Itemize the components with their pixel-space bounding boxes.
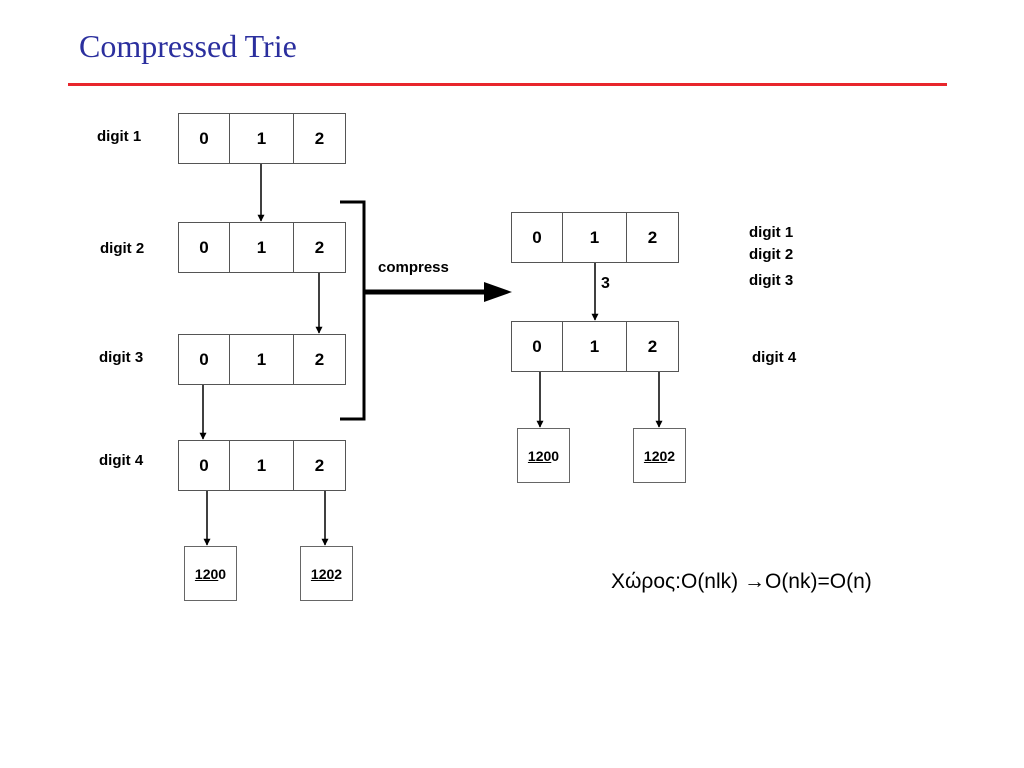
compress-arrowhead-icon [484,282,512,302]
left-node-level-3: 0 1 2 [178,334,346,385]
left-node-level-1: 0 1 2 [178,113,346,164]
space-complexity-formula: Χώρος:O(nlk) →O(nk)=O(n) [611,570,872,594]
right-node-bottom: 0 1 2 [511,321,679,372]
leaf-suffix: 0 [551,447,560,464]
node-cell-2: 2 [293,222,346,273]
left-label-digit-3: digit 3 [99,349,144,366]
left-label-digit-2: digit 2 [100,240,145,257]
node-cell-2: 2 [626,212,679,263]
formula-suffix: O(nk)=O(n) [764,570,872,593]
left-node-level-2: 0 1 2 [178,222,346,273]
node-cell-2: 2 [626,321,679,372]
skip-count-label: 3 [601,275,610,292]
left-node-level-4: 0 1 2 [178,440,346,491]
leaf-suffix: 2 [334,565,343,582]
compress-bracket [340,200,366,421]
leaf-prefix: 120 [310,565,335,582]
right-node-top: 0 1 2 [511,212,679,263]
slide-title: Compressed Trie [79,28,297,64]
node-cell-2: 2 [293,334,346,385]
title-divider [68,83,947,86]
right-label-digit-2: digit 2 [749,246,794,263]
left-label-digit-1: digit 1 [97,128,142,145]
left-label-digit-4: digit 4 [99,452,144,469]
leaf-prefix: 120 [194,565,219,582]
right-label-digit-4: digit 4 [752,349,797,366]
formula-prefix: Χώρος:O(nlk) [611,570,744,593]
right-label-digit-3: digit 3 [749,272,794,289]
right-label-digit-1: digit 1 [749,224,794,241]
compress-label: compress [378,259,449,276]
leaf-prefix: 120 [643,447,668,464]
node-cell-2: 2 [293,113,346,164]
implies-arrow-icon: → [743,570,765,593]
leaf-prefix: 120 [527,447,552,464]
leaf-suffix: 0 [218,565,227,582]
node-cell-2: 2 [293,440,346,491]
leaf-suffix: 2 [667,447,676,464]
